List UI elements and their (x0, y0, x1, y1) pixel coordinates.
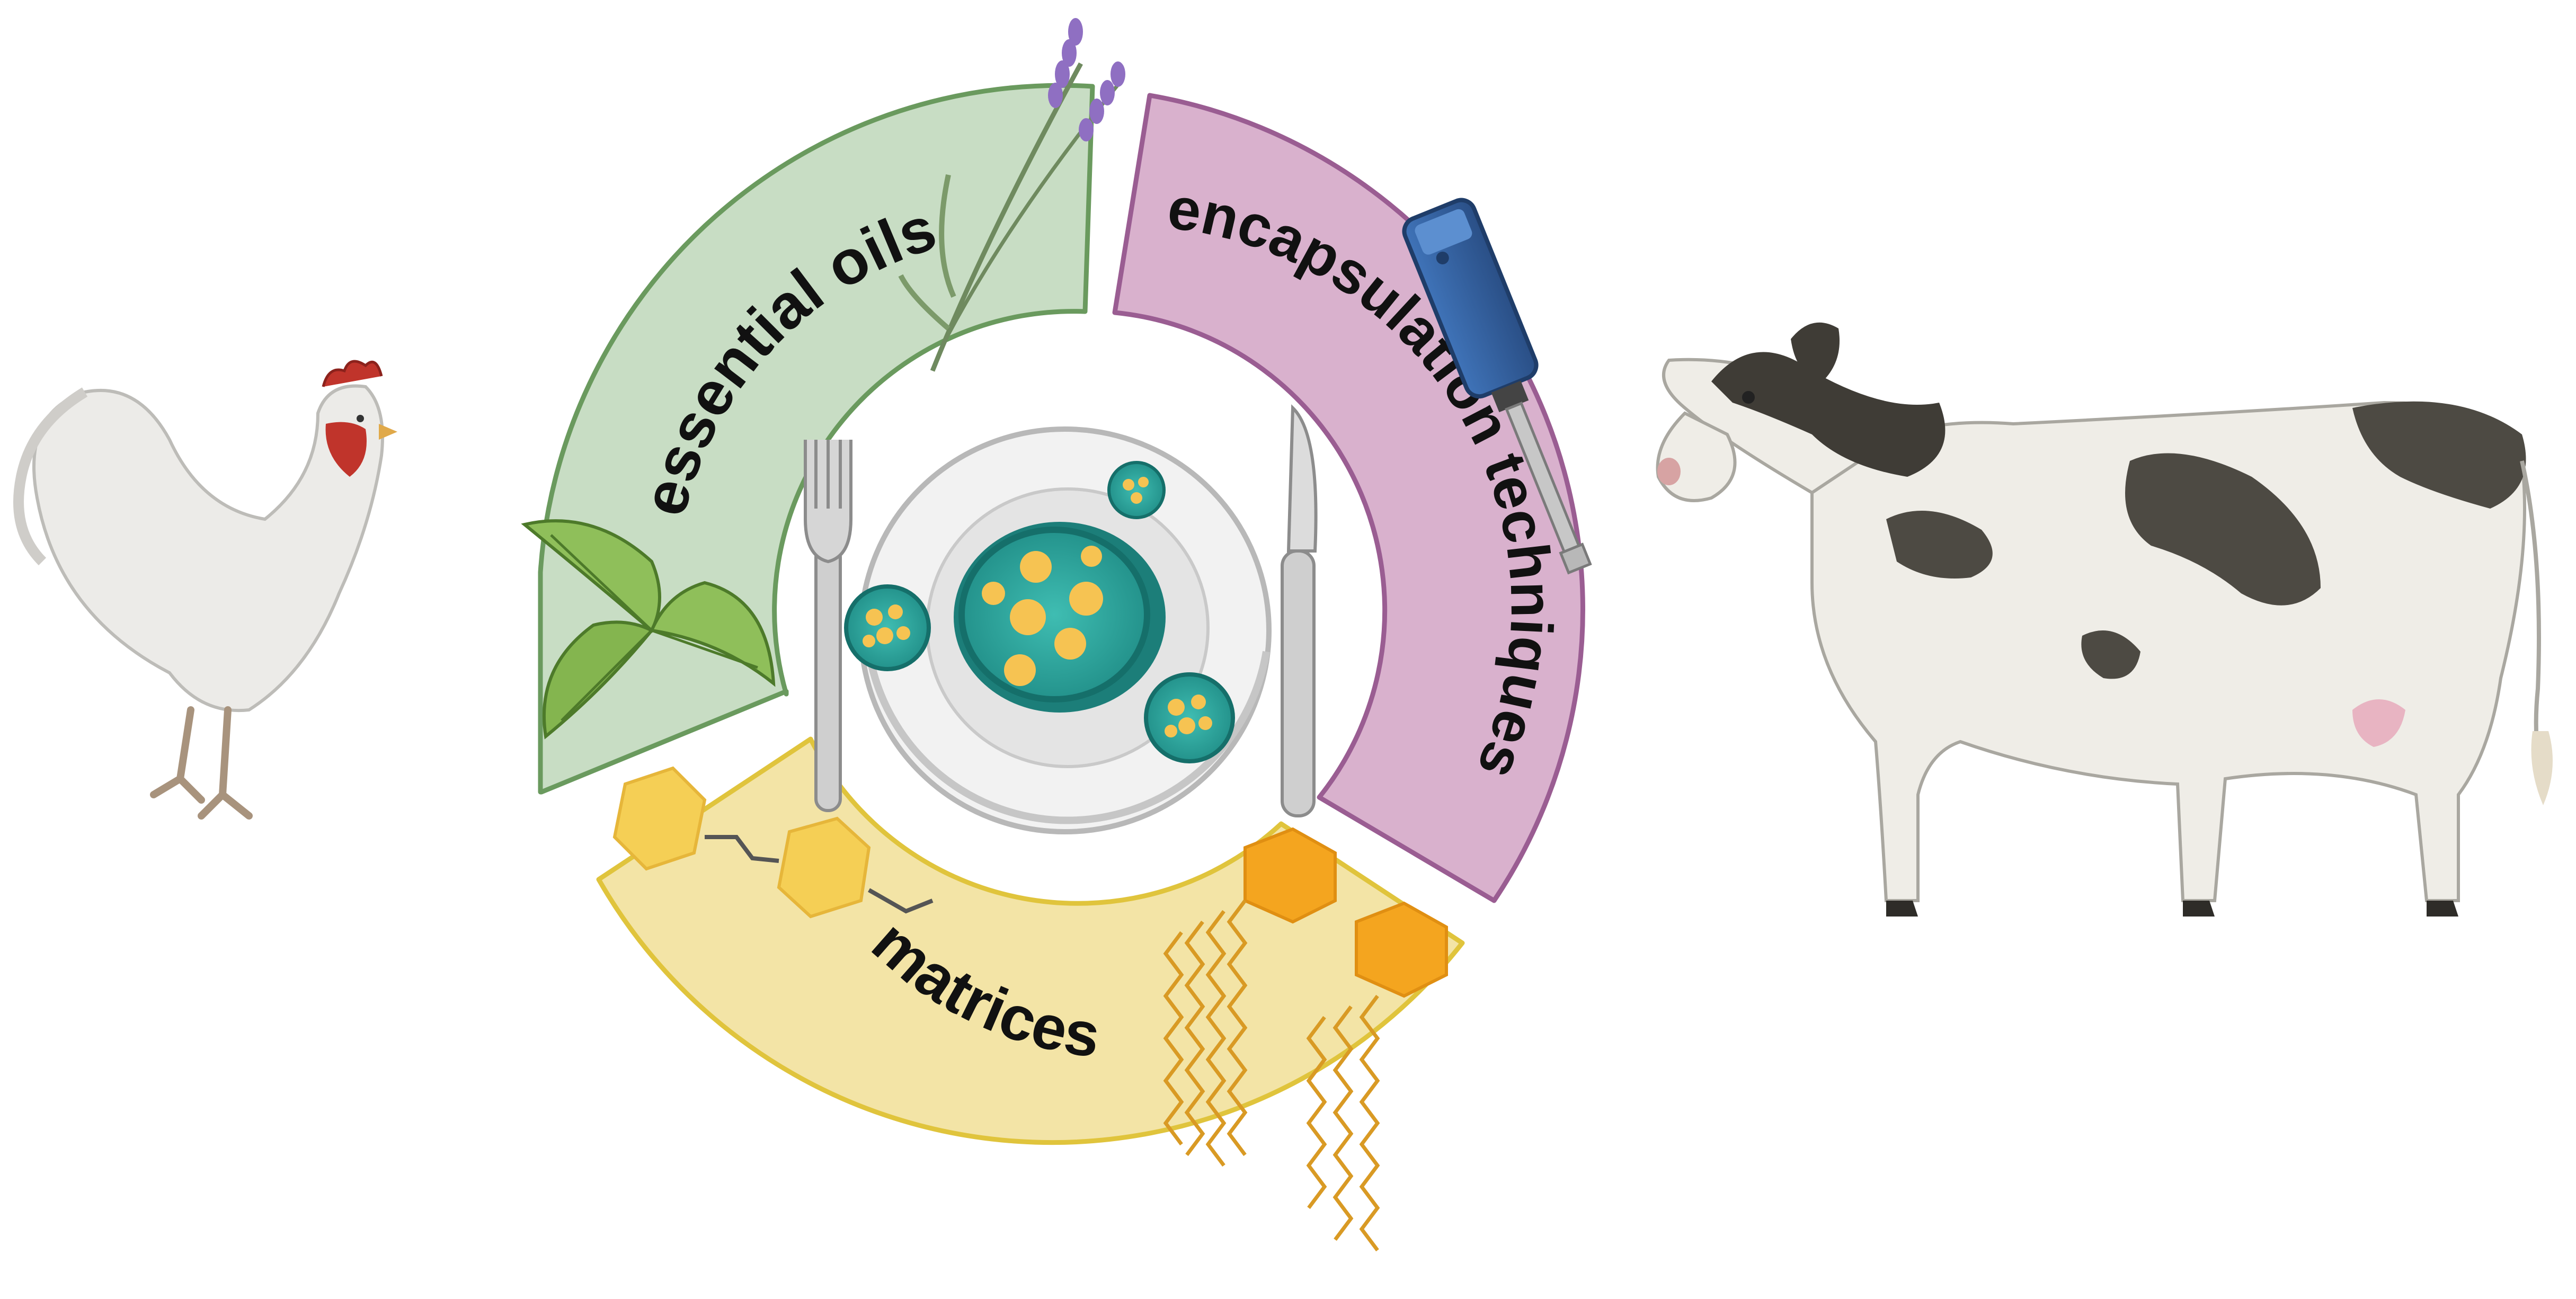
fork-icon (804, 440, 852, 812)
small-capsule-icon (1107, 461, 1166, 519)
small-capsule-icon (844, 584, 931, 671)
lavender-icon (898, 18, 1125, 372)
polysaccharide-molecule-icon (612, 766, 934, 919)
homogenizer-icon (1402, 198, 1592, 575)
knife-icon (1281, 404, 1318, 817)
small-capsule-icon (1144, 672, 1235, 763)
cow-icon (1656, 322, 2553, 917)
chicken-icon (13, 360, 397, 820)
lipid-chain-icon (1163, 827, 1448, 1252)
leaf-icon (521, 519, 776, 740)
encapsulated-capsule-icon (954, 522, 1166, 713)
